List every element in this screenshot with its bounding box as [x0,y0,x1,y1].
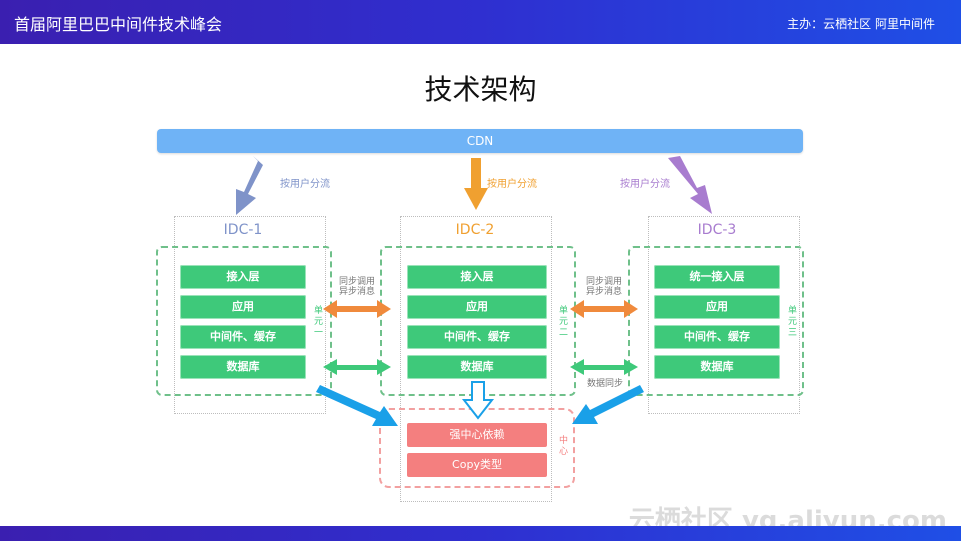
idc-2-layer-access: 接入层 [407,265,547,289]
data-sync-arrow-right [570,359,638,375]
idc-3-layer-app: 应用 [654,295,780,319]
idc-2-layer-middleware: 中间件、缓存 [407,325,547,349]
idc-3-layer-access: 统一接入层 [654,265,780,289]
sync-arrow-left [323,300,391,318]
conference-title: 首届阿里巴巴中间件技术峰会 [14,15,223,34]
unit-3-box [628,246,804,396]
center-arrow-right [572,385,644,424]
unit-1-box [156,246,332,396]
idc-3-label: IDC-3 [697,222,737,238]
split-arrow-2 [464,158,488,210]
sync-call-label-right: 同步调用 异步消息 [585,277,622,297]
center-strong-dependency: 强中心依赖 [407,423,547,447]
idc-1-layer-database: 数据库 [180,355,306,379]
split-arrow-1 [236,156,263,215]
data-sync-label: 数据同步 [586,379,623,389]
split-arrow-3 [668,156,712,214]
idc-3-column [648,216,800,414]
cdn-bar: CDN [157,129,803,153]
split-label-1: 按用户分流 [280,179,330,190]
slide-title: 技术架构 [424,73,537,106]
idc-2-label: IDC-2 [455,222,495,238]
unit-2-label: 单元二 [558,306,568,338]
split-label-2: 按用户分流 [487,179,537,190]
idc-1-label: IDC-1 [223,222,263,238]
idc-3-layer-database: 数据库 [654,355,780,379]
split-label-3: 按用户分流 [620,179,670,190]
sync-arrow-right [570,300,638,318]
idc-2-column [400,216,552,502]
sync-call-label-left: 同步调用 异步消息 [338,277,375,297]
top-banner: 首届阿里巴巴中间件技术峰会 主办：云栖社区 阿里中间件 [0,0,961,44]
center-copy-type: Copy类型 [407,453,547,477]
idc-2-layer-database: 数据库 [407,355,547,379]
idc-1-layer-middleware: 中间件、缓存 [180,325,306,349]
idc-1-layer-app: 应用 [180,295,306,319]
idc-3-layer-middleware: 中间件、缓存 [654,325,780,349]
idc-2-layer-app: 应用 [407,295,547,319]
data-sync-arrow-left [323,359,391,375]
center-down-arrow [461,381,495,420]
unit-3-label: 单元三 [787,306,797,338]
bottom-banner [0,526,961,541]
unit-1-label: 单元一 [313,306,323,338]
idc-1-layer-access: 接入层 [180,265,306,289]
center-label: 中心 [558,436,568,457]
host-label: 主办：云栖社区 阿里中间件 [787,17,935,31]
idc-1-column [174,216,326,414]
center-arrow-left [316,385,398,426]
